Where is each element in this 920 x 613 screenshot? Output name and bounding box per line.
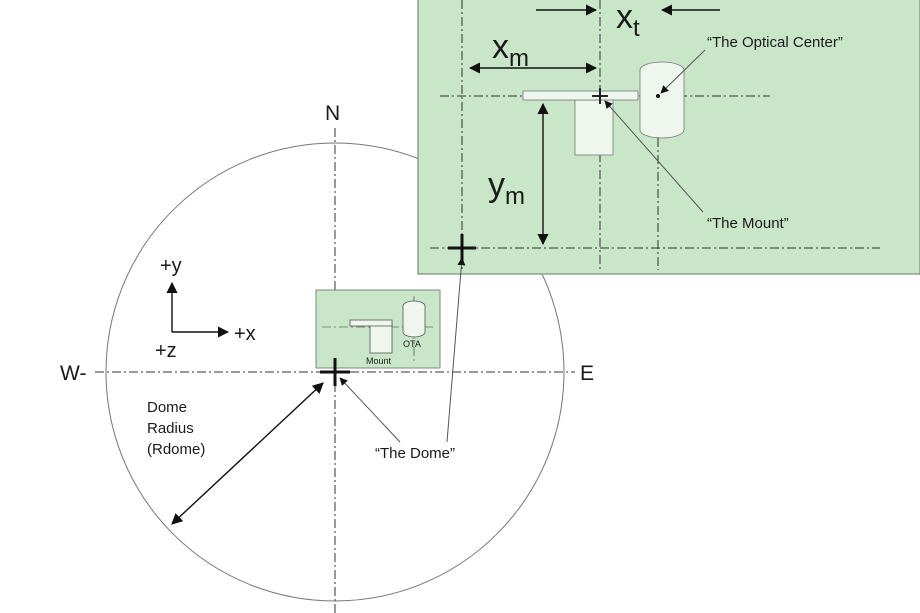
dome-center-cross bbox=[320, 358, 350, 386]
dome-radius-line3: (Rdome) bbox=[147, 441, 205, 458]
small-inset: Mount OTA bbox=[315, 289, 441, 369]
xm-label: xm bbox=[492, 28, 529, 72]
ym-label: ym bbox=[488, 166, 525, 210]
mount-label: “The Mount” bbox=[707, 215, 789, 232]
dome-radius-line1: Dome bbox=[147, 399, 187, 416]
axis-y-label: +y bbox=[160, 255, 182, 277]
optical-center-pointer bbox=[660, 49, 706, 94]
north-label: N bbox=[325, 102, 340, 125]
dome-radius-arrow bbox=[171, 382, 324, 525]
coordinate-axes: +y +x +z bbox=[155, 255, 256, 362]
mount-pointer bbox=[604, 100, 704, 213]
dome-to-inset-pointer bbox=[446, 257, 466, 443]
dome-center-pointer bbox=[339, 377, 401, 443]
small-inset-mount-label: Mount bbox=[366, 356, 392, 366]
axis-z-label: +z bbox=[155, 340, 177, 362]
west-label: W- bbox=[60, 362, 86, 385]
east-label: E bbox=[580, 362, 594, 385]
dome-center-label: “The Dome” bbox=[375, 445, 455, 462]
optical-center-label: “The Optical Center” bbox=[707, 34, 843, 51]
axis-x-label: +x bbox=[234, 323, 256, 345]
dome-radius-line2: Radius bbox=[147, 420, 194, 437]
xt-label: xt bbox=[616, 0, 640, 42]
small-inset-ota-label: OTA bbox=[403, 339, 421, 349]
large-inset: xm xt ym “The Optical Center” “The Mount… bbox=[417, 0, 920, 275]
